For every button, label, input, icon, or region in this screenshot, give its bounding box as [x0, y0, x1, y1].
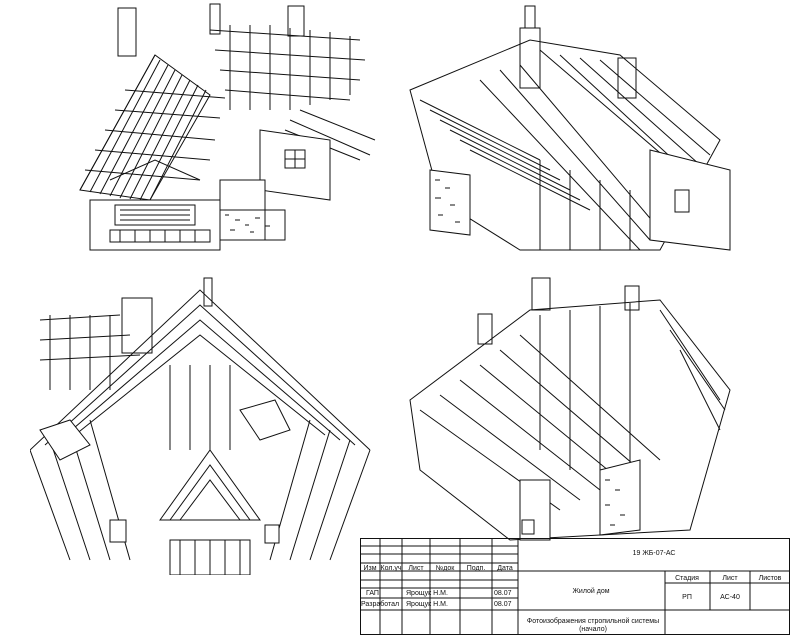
sheets-label: Листов	[758, 575, 782, 582]
row-role-gap: ГАП	[366, 590, 379, 597]
row-name-developer: Ярощук Н.М.	[406, 601, 448, 608]
row-date-developer: 08.07	[494, 601, 512, 608]
title-block-grid	[360, 538, 790, 635]
header-ndok: №док	[435, 565, 455, 572]
row-date-gap: 08.07	[494, 590, 512, 597]
row-role-developer: Разработал	[361, 601, 400, 608]
row-name-gap: Ярощук Н.М.	[406, 590, 448, 597]
roof-render-view-1	[79, 3, 376, 251]
header-izm: Изм	[363, 565, 377, 572]
stage-label: Стадия	[675, 575, 699, 582]
project-name: Жилой дом	[572, 588, 610, 595]
header-data: Дата	[497, 565, 513, 572]
title-block: 19 ЖБ-07-АС Изм Кол.уч Лист №док Подп. Д…	[360, 538, 790, 635]
roof-render-view-2	[409, 5, 731, 251]
roof-render-view-3	[30, 277, 371, 575]
sheet-title: Фотоизображения стропильной системы (нач…	[526, 618, 660, 634]
sheet-value: АС-40	[720, 594, 740, 601]
sheet-label: Лист	[722, 575, 738, 582]
roof-render-view-4	[409, 277, 731, 541]
header-list: Лист	[408, 565, 424, 572]
project-code: 19 ЖБ-07-АС	[632, 550, 676, 557]
header-kol-uch: Кол.уч	[380, 565, 402, 572]
header-podp: Подп.	[466, 565, 486, 572]
stage-value: РП	[682, 594, 692, 601]
